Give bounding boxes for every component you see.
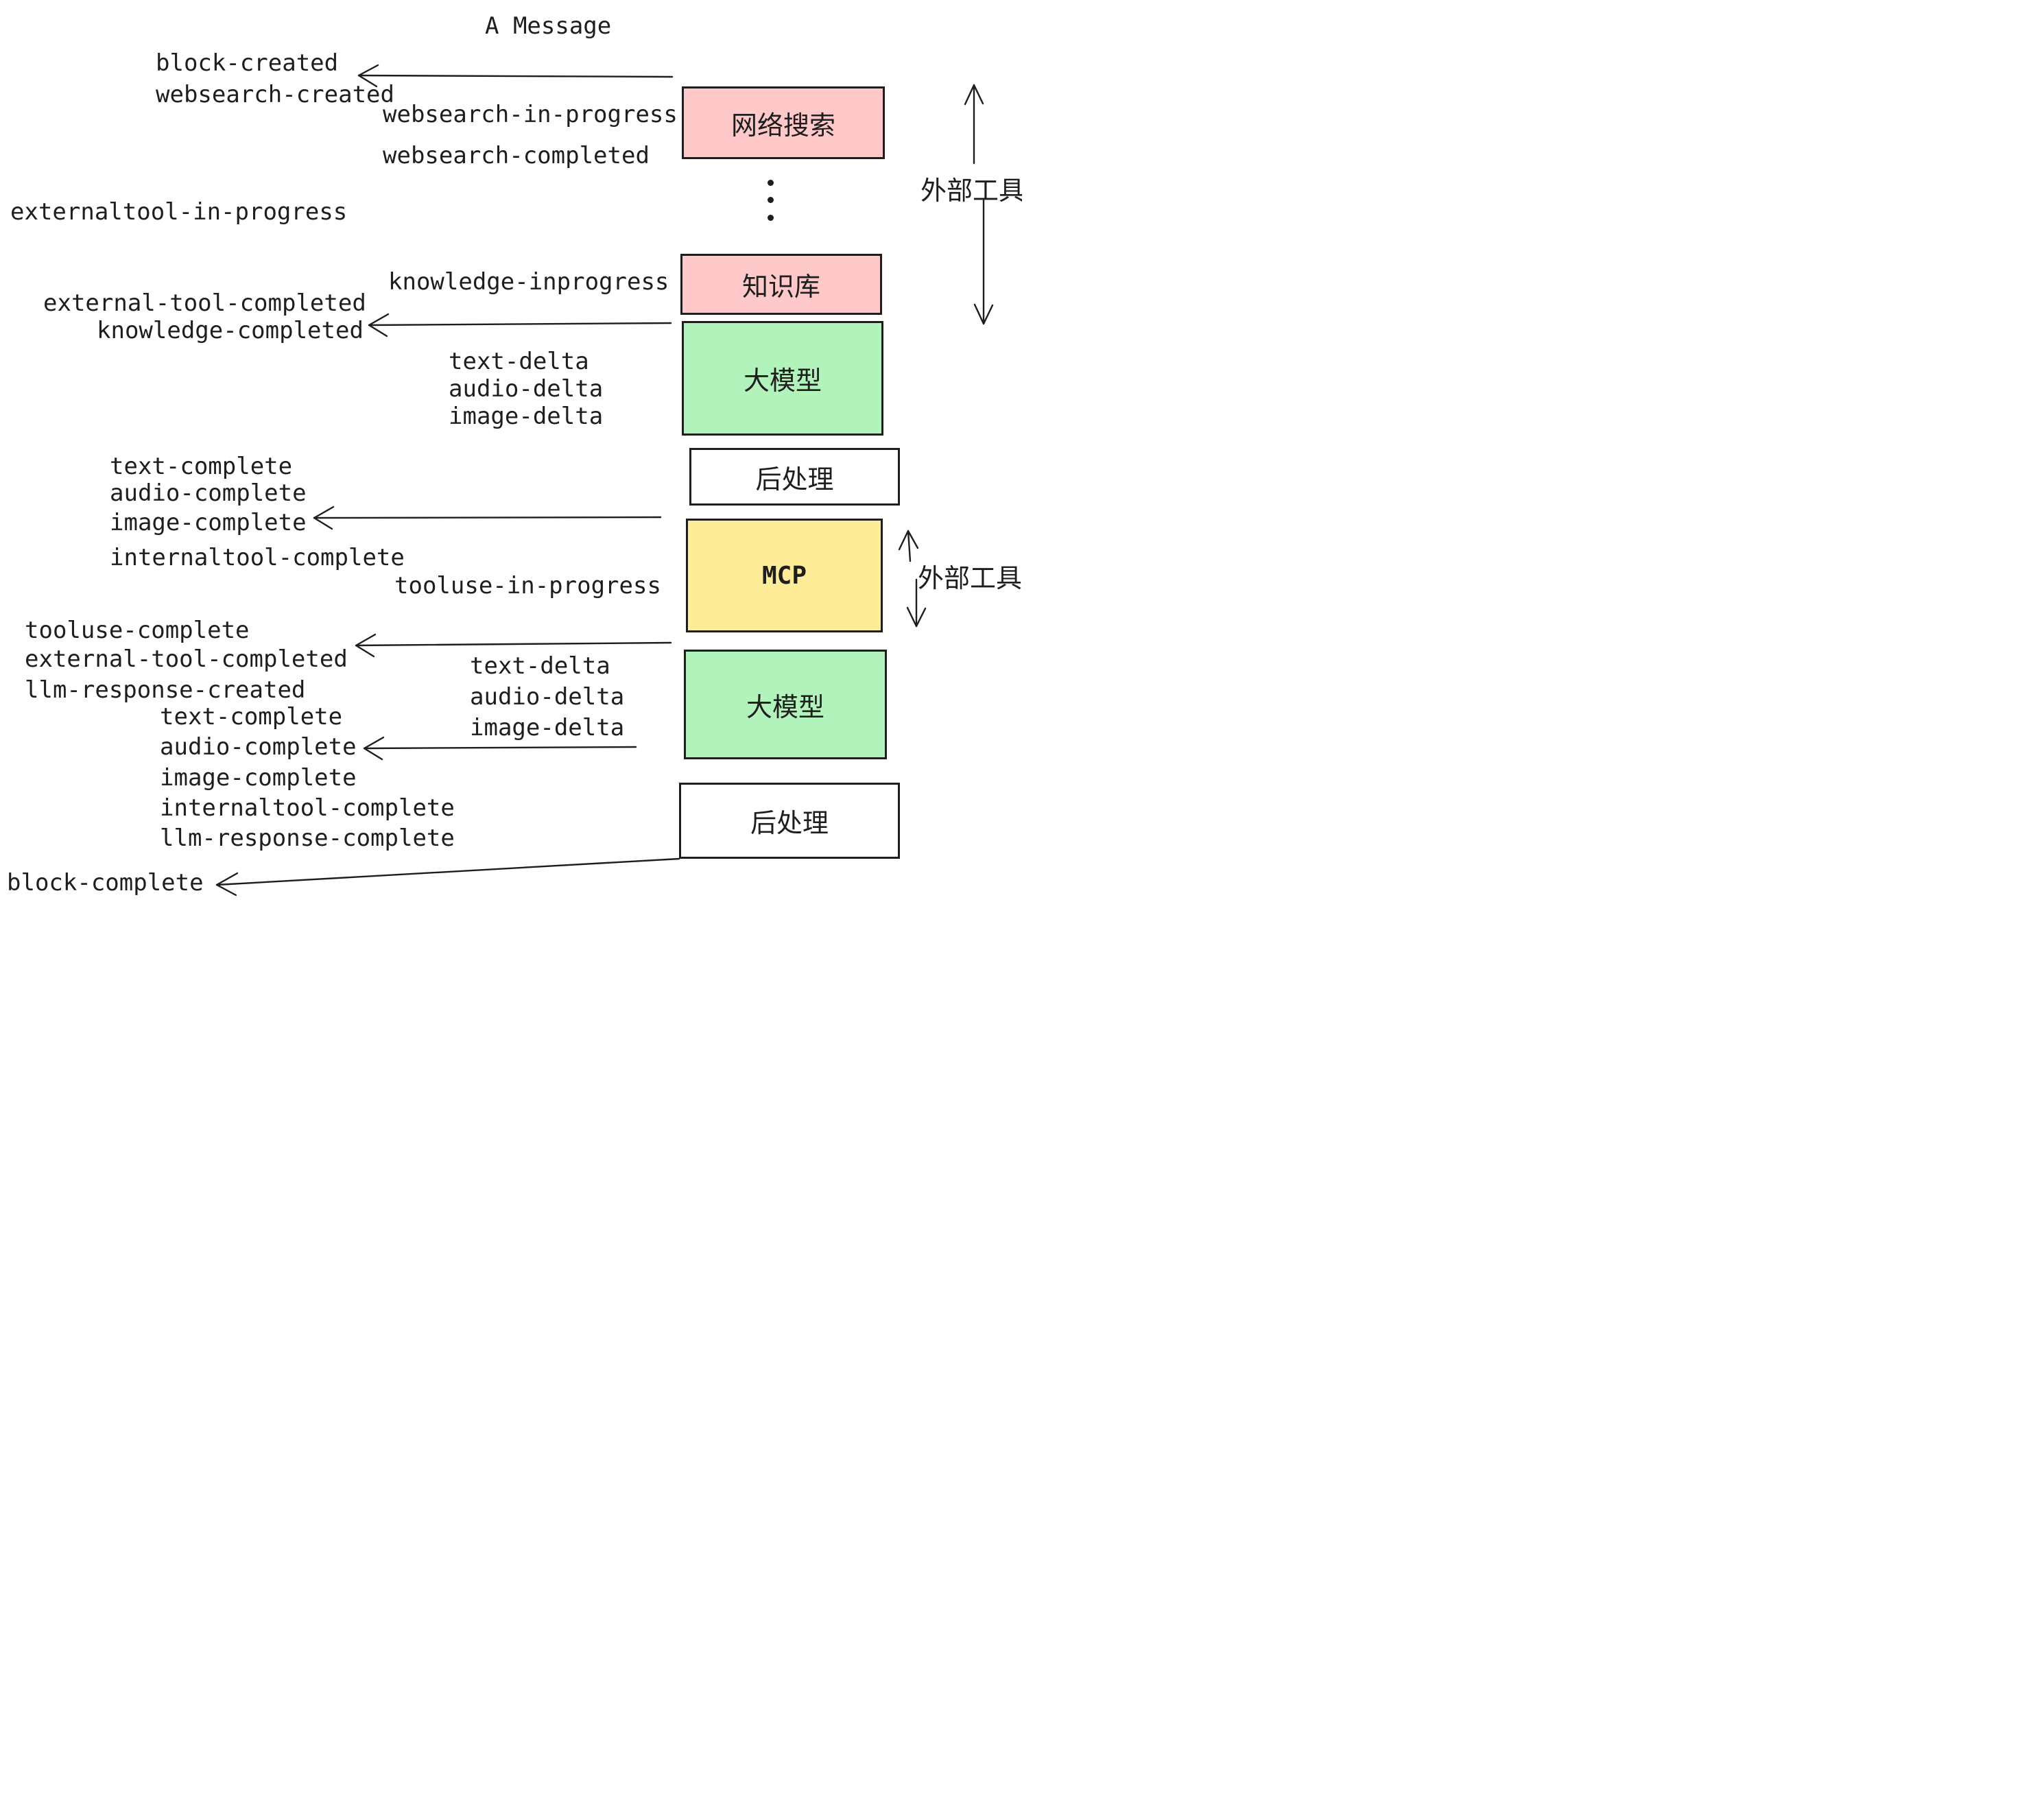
event-label-audio-complete-1: audio-complete <box>110 479 307 507</box>
event-label-tooluse-complete: tooluse-complete <box>25 617 250 644</box>
postprocess-box-2: 后处理 <box>679 783 900 859</box>
ellipsis-dot-3 <box>768 215 774 221</box>
event-label-llm-response-complete: llm-response-complete <box>160 824 455 852</box>
arrow-block-created <box>357 64 674 88</box>
event-label-block-created: block-created <box>156 49 339 77</box>
event-label-externaltool-in-progress: externaltool-in-progress <box>10 198 348 226</box>
arrow-knowledge-completed <box>368 313 672 337</box>
event-label-knowledge-inprogress: knowledge-inprogress <box>388 268 669 296</box>
event-label-audio-delta-1: audio-delta <box>449 375 604 403</box>
event-label-external-tool-completed: external-tool-completed <box>43 289 366 317</box>
mcp-box-label: MCP <box>761 561 807 590</box>
event-label-text-delta-1: text-delta <box>449 348 589 375</box>
event-label-image-delta-1: image-delta <box>449 403 604 430</box>
event-label-internaltool-complete-1: internaltool-complete <box>110 544 405 571</box>
external-tools-annotation-1: 外部工具 <box>920 177 1022 206</box>
event-label-audio-complete-2: audio-complete <box>160 733 357 761</box>
llm-box-1-label: 大模型 <box>743 367 822 396</box>
event-label-external-tool-completed-2: external-tool-completed <box>25 645 348 673</box>
arrow-image-complete <box>313 506 662 530</box>
event-label-text-delta-2: text-delta <box>470 652 610 680</box>
event-label-websearch-completed: websearch-completed <box>383 142 650 169</box>
event-label-text-complete-1: text-complete <box>110 453 293 480</box>
diagram-title: A Message <box>485 12 612 40</box>
event-label-image-complete-1: image-complete <box>110 509 307 536</box>
arrow-block-complete <box>215 857 680 897</box>
external-tools-annotation-2: 外部工具 <box>918 565 1022 593</box>
postprocess-box-1: 后处理 <box>689 448 900 506</box>
ellipsis-dot-2 <box>768 197 774 203</box>
knowledge-box-label: 知识库 <box>741 273 820 302</box>
event-label-audio-delta-2: audio-delta <box>470 683 625 711</box>
event-label-block-complete: block-complete <box>7 869 204 897</box>
postprocess-box-1-label: 后处理 <box>755 465 834 495</box>
mcp-box: MCP <box>686 519 883 632</box>
event-label-image-complete-2: image-complete <box>160 764 357 792</box>
event-label-knowledge-completed: knowledge-completed <box>97 317 364 344</box>
llm-box-1: 大模型 <box>682 321 883 436</box>
websearch-box-label: 网络搜索 <box>730 111 835 141</box>
event-label-internaltool-complete-2: internaltool-complete <box>160 794 455 822</box>
ellipsis-dot-1 <box>768 180 774 186</box>
llm-box-2: 大模型 <box>684 650 887 759</box>
event-label-tooluse-in-progress: tooluse-in-progress <box>394 572 661 600</box>
message-stream-diagram: A Message block-created websearch-create… <box>0 0 1022 902</box>
event-label-llm-response-created: llm-response-created <box>25 676 306 704</box>
postprocess-box-2-label: 后处理 <box>750 809 829 838</box>
llm-box-2-label: 大模型 <box>746 693 824 722</box>
event-label-websearch-created: websearch-created <box>156 81 394 108</box>
knowledge-box: 知识库 <box>680 254 882 315</box>
websearch-box: 网络搜索 <box>682 86 885 159</box>
event-label-image-delta-2: image-delta <box>470 714 625 741</box>
event-label-websearch-in-progress: websearch-in-progress <box>383 101 678 128</box>
event-label-text-complete-2: text-complete <box>160 703 343 731</box>
